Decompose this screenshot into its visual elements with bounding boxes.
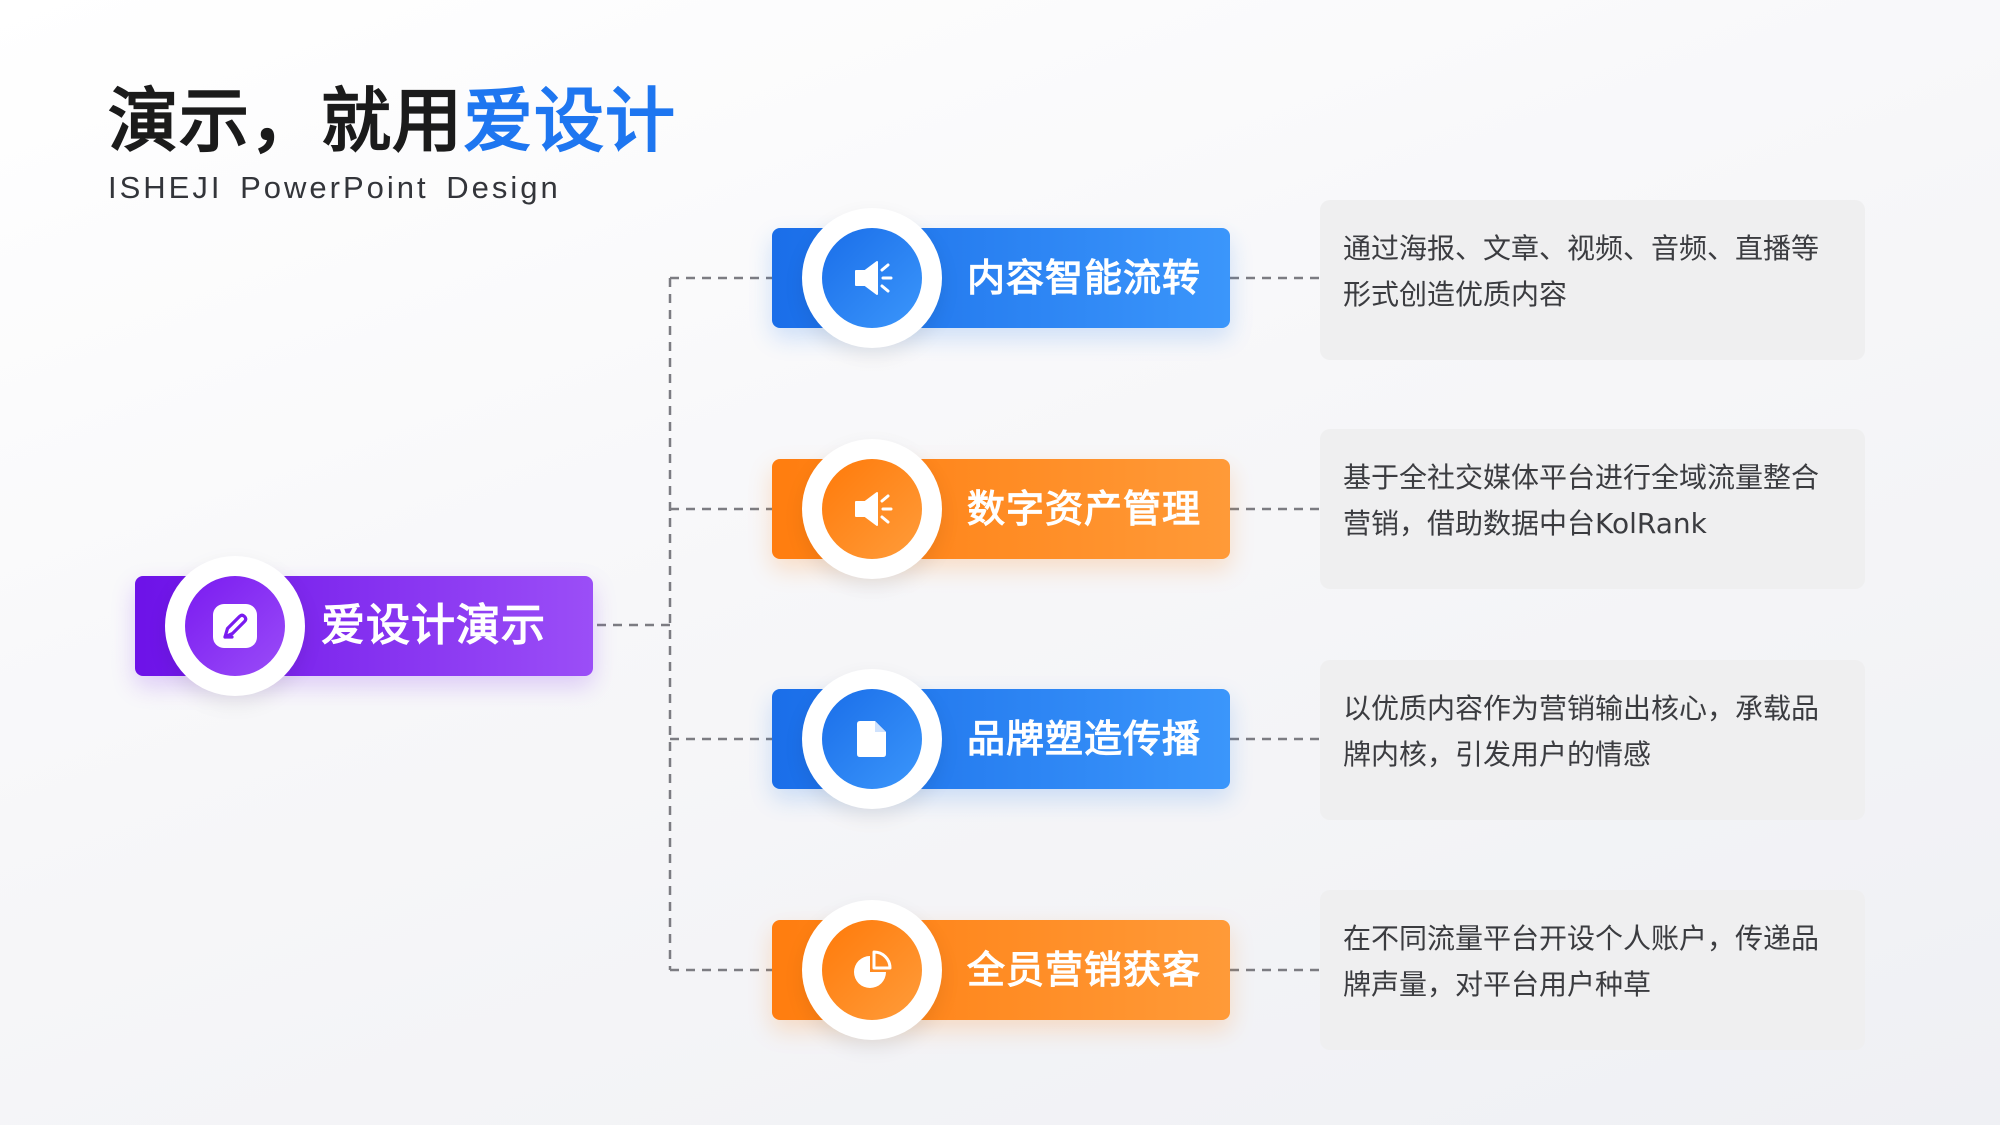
node-icon-ring [802,208,942,348]
document-icon [857,721,886,757]
root-icon-badge [185,576,285,676]
node-icon-ring [802,669,942,809]
node-icon-badge [822,689,922,789]
megaphone-icon [855,492,893,526]
edit-icon [213,604,257,648]
title-accent: 爱设计 [463,80,676,162]
root-icon-ring [165,556,305,696]
node-label: 全员营销获客 [967,948,1202,992]
megaphone-icon [855,261,893,295]
node-brand-building: 品牌塑造传播 [772,669,1230,809]
node-asset-management: 数字资产管理 [772,439,1230,579]
root-node: 爱设计演示 [135,556,593,696]
node-icon-badge [822,228,922,328]
page-subtitle: ISHEJI PowerPoint Design [108,170,561,205]
pie-chart-icon [854,950,892,988]
node-icon-badge [822,920,922,1020]
description-box: 在不同流量平台开设个人账户，传递品牌声量，对平台用户种草 [1320,890,1865,1050]
description-box: 通过海报、文章、视频、音频、直播等形式创造优质内容 [1320,200,1865,360]
node-label: 内容智能流转 [967,256,1202,300]
description-box: 基于全社交媒体平台进行全域流量整合营销，借助数据中台KolRank [1320,429,1865,589]
description-box: 以优质内容作为营销输出核心，承载品牌内核，引发用户的情感 [1320,660,1865,820]
node-label: 品牌塑造传播 [967,717,1202,761]
title-main: 演示，就用 [108,80,463,162]
node-content-flow: 内容智能流转 [772,208,1230,348]
root-label: 爱设计演示 [321,600,546,651]
node-icon-badge [822,459,922,559]
node-icon-ring [802,439,942,579]
node-label: 数字资产管理 [967,487,1202,531]
page-title: 演示，就用爱设计 [108,86,676,156]
node-icon-ring [802,900,942,1040]
node-sales-acquisition: 全员营销获客 [772,900,1230,1040]
